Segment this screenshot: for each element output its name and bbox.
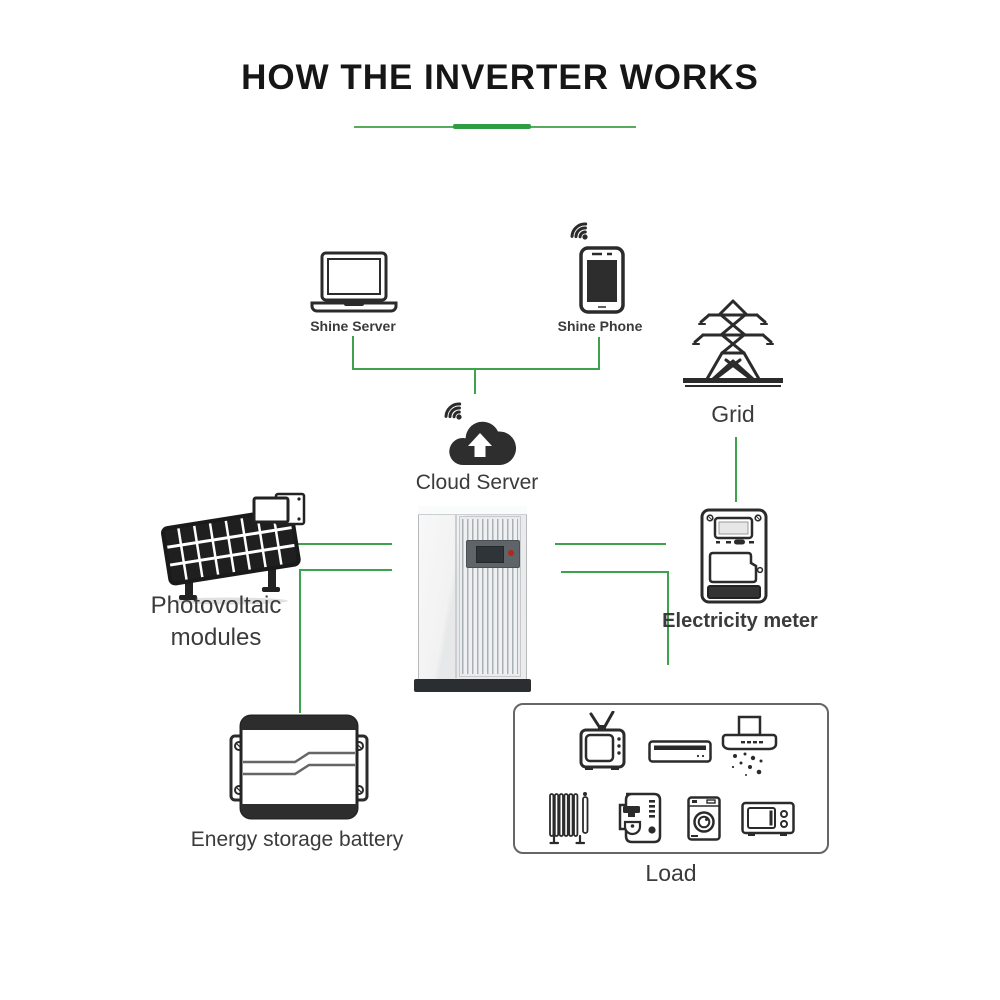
electricity-meter-label: Electricity meter xyxy=(662,610,818,632)
connector-server-down xyxy=(352,336,354,369)
connector-pv-inverter xyxy=(285,543,392,545)
range-hood-icon xyxy=(721,715,778,776)
connector-inverter-meter xyxy=(555,543,666,545)
wifi-icon xyxy=(444,402,462,420)
connector-phone-down xyxy=(598,337,600,369)
photovoltaic-label: Photovoltaic modules xyxy=(151,590,282,655)
title-divider-thick xyxy=(453,124,531,129)
shine-phone-label: Shine Phone xyxy=(557,318,643,334)
inverter-control-panel xyxy=(466,540,520,568)
grid-label: Grid xyxy=(711,401,755,427)
photovoltaic-label-line1: Photovoltaic xyxy=(150,592,282,619)
microwave-icon xyxy=(741,801,795,836)
inverter-display xyxy=(476,546,504,563)
electricity-meter-icon xyxy=(700,508,768,604)
coffee-machine-icon xyxy=(618,792,662,844)
inverter-top-cap xyxy=(418,506,527,515)
connector-server-phone-horizontal xyxy=(352,368,600,370)
inverter-base xyxy=(414,679,531,692)
smartphone-icon xyxy=(579,246,625,314)
connector-cloud-down xyxy=(474,370,476,394)
tv-icon xyxy=(579,711,626,770)
inverter-indicator-light xyxy=(508,550,514,556)
energy-storage-battery-label: Energy storage battery xyxy=(190,828,404,851)
connector-battery-horizontal xyxy=(299,569,392,571)
washing-machine-icon xyxy=(687,796,721,841)
connector-load-horizontal xyxy=(561,571,669,573)
page-title: HOW THE INVERTER WORKS xyxy=(241,58,759,97)
inverter-cabinet-image xyxy=(414,506,531,692)
load-appliances-box xyxy=(513,703,829,854)
photovoltaic-label-line2: modules xyxy=(170,624,262,652)
load-label: Load xyxy=(645,860,697,886)
cloud-upload-icon xyxy=(449,421,517,466)
wifi-icon xyxy=(570,222,588,240)
connector-load-vertical xyxy=(667,571,669,665)
connector-grid-meter xyxy=(735,437,737,502)
battery-module-icon xyxy=(229,714,369,820)
solar-panel-icon xyxy=(161,492,306,605)
radiator-icon xyxy=(549,792,589,845)
air-conditioner-icon xyxy=(648,740,712,763)
shine-server-label: Shine Server xyxy=(310,318,396,334)
inverter-door-seam xyxy=(455,515,457,678)
connector-battery-vertical xyxy=(299,569,301,713)
transmission-tower-icon xyxy=(683,299,783,387)
laptop-icon xyxy=(310,251,398,313)
cloud-server-label: Cloud Server xyxy=(415,471,539,494)
